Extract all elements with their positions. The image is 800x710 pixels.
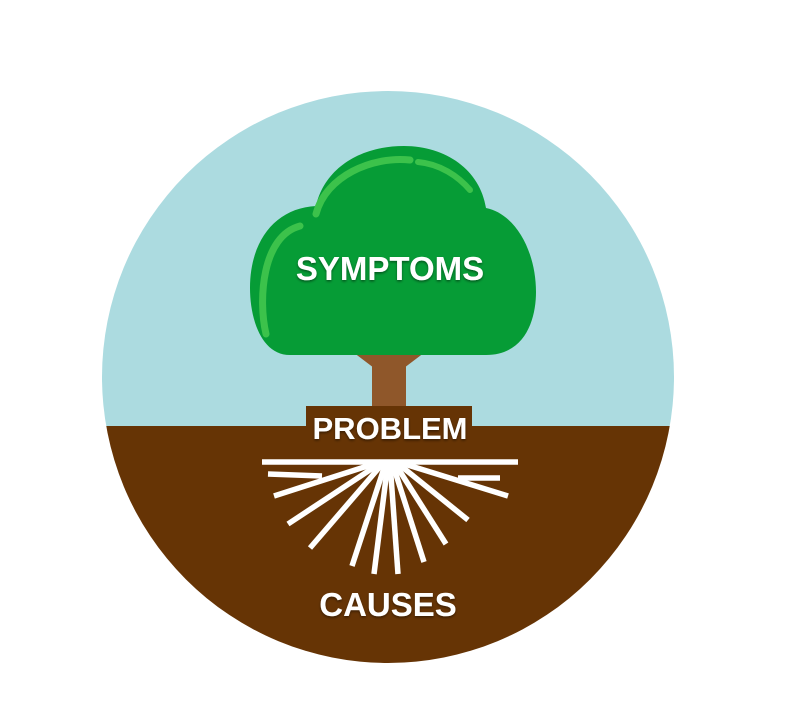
causes-label: CAUSES [319, 586, 457, 623]
problem-label: PROBLEM [313, 411, 468, 446]
roots-icon [262, 459, 518, 575]
tree-canopy-highlight [259, 222, 304, 338]
symptoms-label: SYMPTOMS [296, 250, 484, 287]
tree-icon [250, 146, 536, 355]
problem-band [306, 406, 472, 452]
